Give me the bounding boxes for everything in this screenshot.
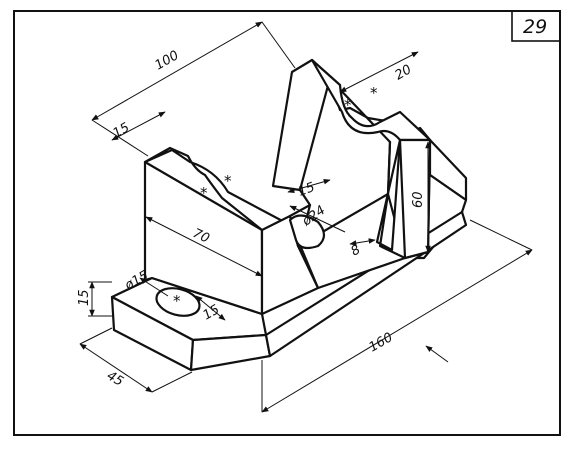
dimension-lines (79, 21, 533, 413)
part-body (110, 58, 468, 372)
dim-base-depth: 45 (104, 368, 126, 389)
dim-height: 60 (411, 191, 426, 208)
dim-base-height: 15 (77, 289, 92, 306)
dim-length-top: 100 (153, 48, 182, 73)
dim-slot-inner: 15 (296, 180, 317, 200)
center-mark: * (370, 84, 378, 102)
dim-total-length: 160 (367, 330, 396, 355)
drawing-frame (13, 10, 561, 436)
dim-slot-top-left: 15 (111, 120, 133, 141)
center-mark: * (344, 96, 352, 114)
center-mark: * (173, 292, 181, 310)
dim-slot-right: 20 (393, 62, 415, 83)
sheet-number-box (511, 10, 561, 42)
dim-block-length: 70 (190, 226, 211, 247)
center-mark: * (200, 184, 208, 202)
dim-base-offset: 15 (201, 302, 223, 323)
sheet-number: 29 (523, 16, 547, 38)
center-mark: * (224, 172, 232, 190)
